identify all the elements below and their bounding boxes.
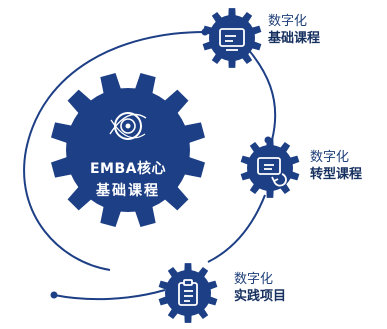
center-gear: [51, 73, 205, 227]
node-label-1: 数字化 基础课程: [268, 14, 320, 48]
center-title-line2: 基础课程: [96, 183, 160, 199]
node-3-line1: 数字化: [234, 272, 274, 287]
monitor-refresh-icon: [257, 157, 287, 187]
lower-connector: [53, 289, 166, 301]
center-title: EMBA核心 基础课程: [68, 158, 188, 200]
node-3-line2: 实践项目: [234, 288, 287, 304]
outer-arc-right-lower: [207, 194, 266, 263]
emba-logo-icon: [109, 112, 147, 140]
gear-node-3: [158, 263, 218, 323]
node-label-3: 数字化 实践项目: [234, 272, 286, 306]
gear-node-2: [240, 138, 300, 198]
outer-arc-left: [23, 31, 206, 271]
gear-node-1: [202, 8, 262, 68]
clipboard-icon: [178, 279, 198, 306]
node-2-line1: 数字化: [310, 150, 350, 165]
node-2-line2: 转型课程: [310, 166, 363, 182]
center-title-line1: EMBA核心: [89, 161, 166, 177]
arc-endpoint-dot: [50, 291, 58, 299]
node-1-line1: 数字化: [268, 14, 308, 29]
node-1-line2: 基础课程: [268, 30, 321, 46]
computer-screen-icon: [219, 28, 245, 51]
node-label-2: 数字化 转型课程: [310, 150, 362, 184]
